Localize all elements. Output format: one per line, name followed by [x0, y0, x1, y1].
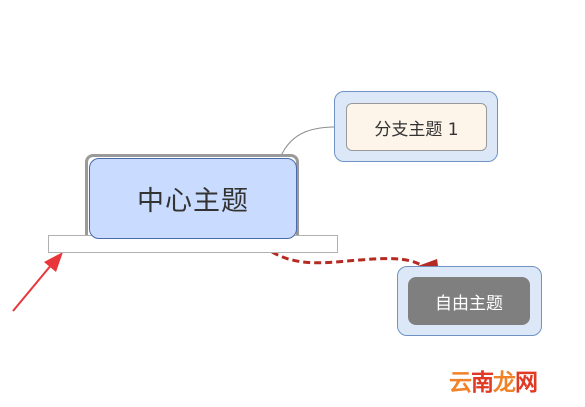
site-watermark-logo: 云南龙网	[449, 362, 554, 398]
watermark-char-1: 云	[449, 370, 472, 396]
central-topic[interactable]: 中心主题	[89, 158, 297, 239]
watermark-char-3: 龙	[493, 370, 516, 396]
pointer-arrow-head	[44, 252, 63, 272]
branch-topic-label: 分支主题 1	[374, 119, 459, 140]
watermark-char-4: 网	[515, 370, 538, 396]
floating-topic[interactable]: 自由主题	[408, 277, 530, 325]
watermark-char-2: 南	[471, 370, 494, 396]
central-topic-label: 中心主题	[137, 186, 249, 217]
pointer-arrow-line	[12, 263, 53, 312]
branch-topic[interactable]: 分支主题 1	[346, 103, 487, 151]
floating-topic-label: 自由主题	[435, 293, 503, 314]
